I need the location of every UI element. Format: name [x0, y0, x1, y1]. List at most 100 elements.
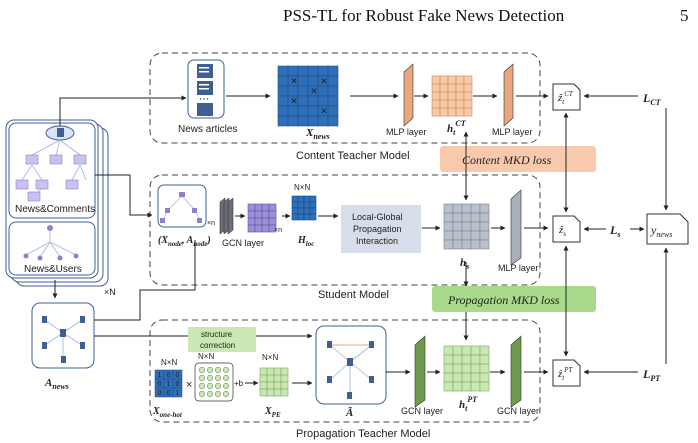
h-loc-cell [309, 195, 317, 203]
h-pt-cell [461, 372, 472, 383]
weight-matrix-entry [206, 374, 214, 382]
x-pe-grid [259, 367, 289, 397]
x-news-cell [287, 85, 299, 97]
h-pt-label: htPT [459, 395, 478, 413]
x-news-label: Xnews [305, 127, 330, 141]
h-pt-cell [479, 372, 490, 383]
h-s-cell [479, 212, 490, 223]
h-s-cell [443, 221, 454, 232]
h-s-cell [443, 230, 454, 241]
student-purple-cell [261, 217, 270, 226]
h-pt-cell [443, 354, 454, 365]
h-loc-cell [303, 207, 311, 215]
x-news-cell [297, 115, 309, 127]
h-pt-cell [452, 381, 463, 392]
h-ct-cell [447, 99, 457, 109]
h-pt-cell [452, 363, 463, 374]
x-news-cell [307, 75, 319, 87]
h-ct-cell [439, 99, 449, 109]
h-ct-label: htCT [447, 119, 467, 137]
h-ct-cell [447, 107, 457, 117]
h-loc-grid [291, 195, 317, 221]
x-pe-cell [273, 381, 282, 390]
x-news-cell [307, 95, 319, 107]
x-news-cross-mark: ✕ [290, 96, 298, 106]
h-pt-cell [470, 354, 481, 365]
lgpi-box [341, 205, 421, 253]
h-ct-cell [431, 83, 441, 93]
h-s-cell [443, 212, 454, 223]
propagation-gcn-label-1: GCN layer [401, 406, 443, 416]
student-purple-cell [261, 224, 270, 233]
x-news-cell [277, 105, 289, 117]
student-label: Student Model [318, 289, 389, 301]
z-ct-doc [552, 83, 581, 111]
h-s-cell [470, 212, 481, 223]
x-news-cell [277, 85, 289, 97]
h-ct-cell [455, 107, 465, 117]
x-news-cell [297, 85, 309, 97]
x-pe-cell [280, 388, 289, 397]
x-pe-cell [266, 367, 275, 376]
student-purple-cell [247, 224, 256, 233]
content-mlp-label-1: MLP layer [386, 127, 426, 137]
h-loc-cell [309, 201, 317, 209]
h-ct-cell [463, 83, 473, 93]
x-news-cell [277, 115, 289, 127]
weight-matrix-entry [214, 390, 222, 398]
h-ct-cell [439, 107, 449, 117]
h-s-cell [461, 212, 472, 223]
h-loc-cell [309, 207, 317, 215]
x-pe-cell [266, 388, 275, 397]
h-s-cell [470, 221, 481, 232]
h-pt-cell [470, 363, 481, 374]
nxn-label-a: N×N [161, 358, 177, 367]
x-one-hot-digit: 0 [167, 390, 171, 397]
structure-correction-line-2: correction [200, 341, 235, 350]
h-s-cell [452, 221, 463, 232]
weight-matrix-entry [206, 382, 214, 390]
h-loc-cell [291, 201, 299, 209]
x-pe-cell [266, 374, 275, 383]
h-ct-cell [455, 99, 465, 109]
x-news-cell [327, 115, 339, 127]
h-pt-grid [443, 345, 490, 392]
h-ct-cell [447, 83, 457, 93]
h-loc-cell [291, 195, 299, 203]
weight-matrix-entry [222, 390, 230, 398]
h-s-cell [452, 230, 463, 241]
x-one-hot-digit: 1 [176, 390, 180, 397]
x-news-cell [327, 95, 339, 107]
h-loc-cell [297, 207, 305, 215]
x-news-cell [317, 115, 329, 127]
x-one-hot-cell [172, 387, 183, 398]
lgpi-line-2: Propagation [353, 224, 402, 234]
h-ct-cell [431, 75, 441, 85]
h-s-cell [452, 239, 463, 250]
x-pe-label: XPE [264, 406, 281, 419]
h-pt-cell [470, 381, 481, 392]
student-input-label: (Xnode, Anode) [158, 235, 211, 248]
h-pt-cell [443, 363, 454, 374]
content-teacher-panel [149, 52, 541, 144]
x-pe-cell [266, 381, 275, 390]
h-loc-cell [309, 213, 317, 221]
content-mkd-loss-box [440, 146, 596, 172]
x-news-cell [317, 85, 329, 97]
student-purple-cell [268, 203, 277, 212]
x-news-cell [287, 105, 299, 117]
h-loc-cell [303, 201, 311, 209]
x-news-cell [307, 115, 319, 127]
nxn-label-c: N×N [262, 353, 278, 362]
structure-correction-line-1: structure [201, 330, 233, 339]
x-one-hot-digit: 0 [158, 381, 162, 388]
svg-text:⋯: ⋯ [199, 94, 209, 105]
lgpi-line-3: Interaction [356, 236, 398, 246]
x-news-cell [307, 65, 319, 77]
h-pt-cell [479, 363, 490, 374]
propagation-gcn-layer-2 [510, 335, 522, 408]
x-one-hot-digit: 0 [158, 390, 162, 397]
x-pe-cell [280, 367, 289, 376]
lgpi-line-1: Local-Global [352, 212, 403, 222]
x-news-cell [277, 65, 289, 77]
